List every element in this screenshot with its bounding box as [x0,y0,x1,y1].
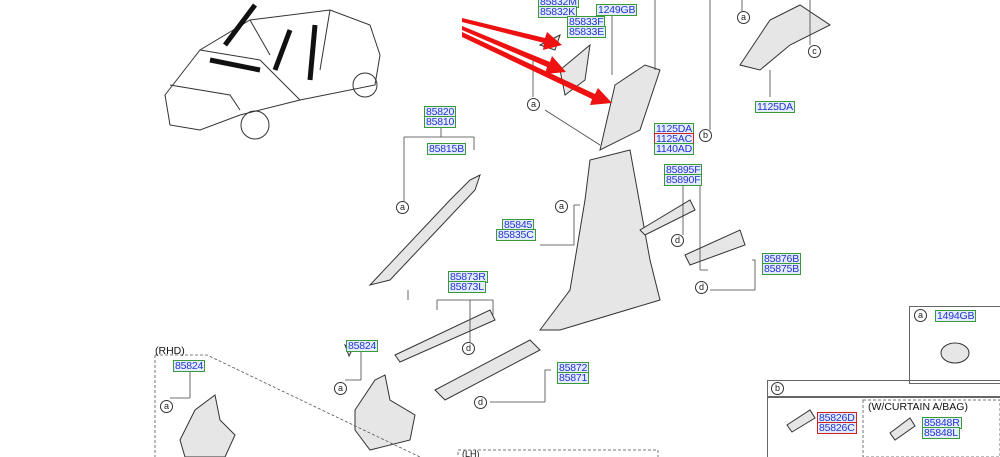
part-label[interactable]: 85824 [173,360,206,372]
part-label[interactable]: 1249GB [596,4,638,16]
part-label[interactable]: 85890F [664,174,703,186]
curtain-airbag-note: (W/CURTAIN A/BAG) [868,401,968,413]
rhd-note: (RHD) [155,345,185,357]
part-label[interactable]: 85875B [762,263,802,275]
part-label[interactable]: 85815B [427,143,467,155]
part-label[interactable]: 85833E [567,26,607,38]
red-arrows [462,18,612,105]
part-label[interactable]: 1125DA [755,101,795,113]
ref-circle-d: d [474,396,487,409]
ref-circle-a: a [555,200,568,213]
car-illustration [164,9,381,140]
ref-circle-c: c [808,45,821,58]
fastener-box-a [909,306,1000,384]
ref-circle-a: a [914,309,927,322]
part-label[interactable]: 85810 [424,116,457,128]
part-label[interactable]: 85873L [448,281,486,293]
part-label[interactable]: 85871 [557,372,590,384]
part-label[interactable]: 85835C [496,229,536,241]
part-label[interactable]: 85832K [538,6,578,18]
ref-circle-d: d [671,234,684,247]
ref-circle-b: b [699,129,712,142]
ref-circle-a: a [737,11,750,24]
ref-circle-a: a [334,382,347,395]
pillar-highlight [209,3,318,81]
ref-circle-d: d [695,281,708,294]
ref-circle-d: d [462,342,475,355]
parts-box-b [767,380,1000,457]
lh-note: (LH) [462,449,480,457]
ref-circle-a: a [160,400,173,413]
ref-circle-a: a [396,201,409,214]
part-label[interactable]: 85826C [817,422,857,434]
part-label[interactable]: 85824 [346,340,379,352]
part-label[interactable]: 85848L [922,427,960,439]
ref-circle-a: a [527,98,540,111]
box-b-divider [767,396,1000,398]
ref-circle-b: b [771,382,784,395]
leader-lines [170,0,811,403]
part-label[interactable]: 1140AD [654,143,694,155]
part-label[interactable]: 1494GB [935,310,977,322]
